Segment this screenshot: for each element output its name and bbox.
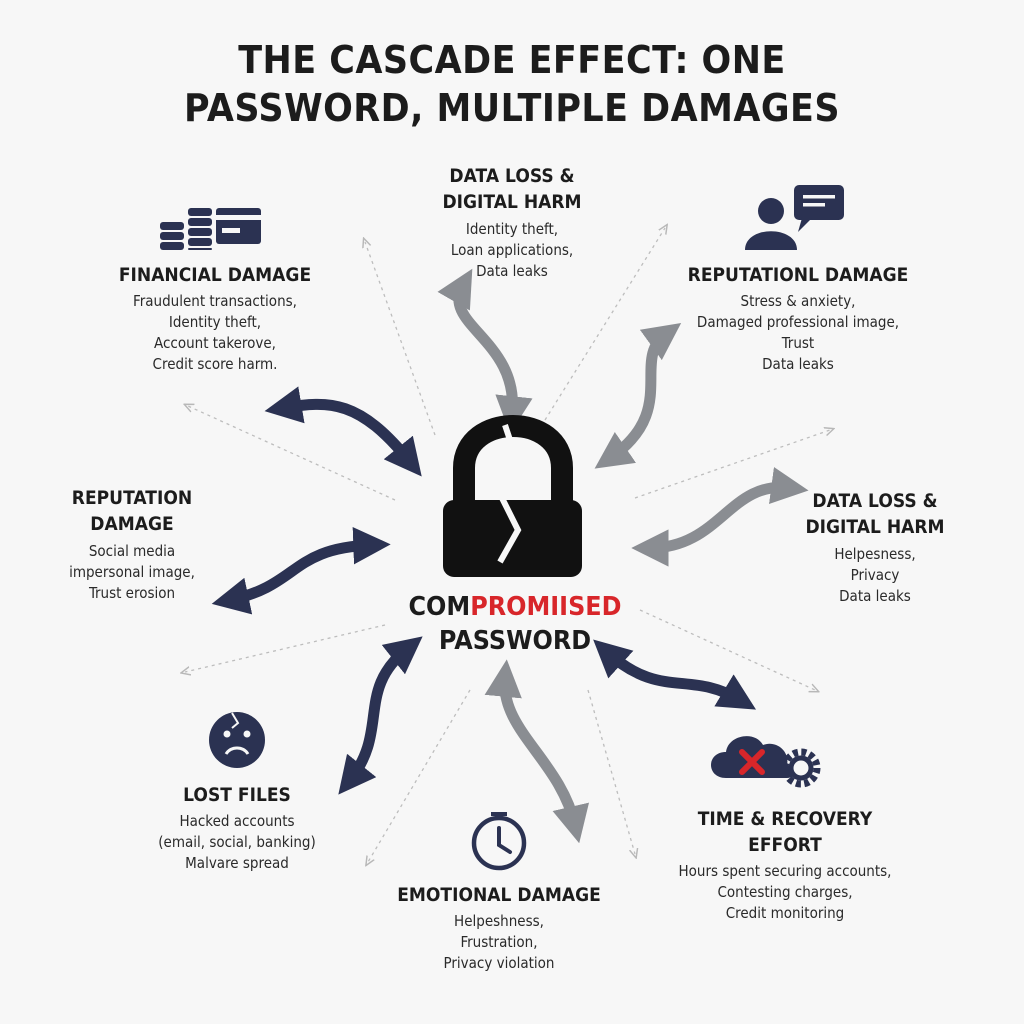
block-emotional-damage: EMOTIONAL DAMAGE Helpeshness, Frustratio…	[378, 882, 620, 974]
block-right-data-loss: DATA LOSS & DIGITAL HARM Helpesness, Pri…	[790, 488, 960, 607]
block-item: Hours spent securing accounts,	[678, 862, 892, 880]
center-label-part-1: COM	[408, 592, 471, 622]
block-heading: EMOTIONAL DAMAGE	[397, 884, 601, 906]
block-time-recovery: TIME & RECOVERY EFFORT Hours spent secur…	[650, 806, 920, 924]
center-label-part-2: PROMIISED	[470, 592, 622, 622]
block-item: Trust	[781, 334, 815, 352]
block-heading: DIGITAL HARM	[442, 191, 582, 213]
block-item: Data leaks	[839, 587, 911, 605]
block-item: Identity theft,	[168, 313, 262, 331]
arrow-bottom	[484, 659, 589, 844]
clock-icon	[471, 812, 527, 871]
block-heading: DAMAGE	[90, 513, 174, 535]
sad-face-icon	[209, 712, 265, 768]
block-heading: REPUTATION	[71, 487, 193, 509]
title-line-1: THE CASCADE EFFECT: ONE	[238, 38, 786, 82]
block-item: Helpeshness,	[454, 912, 544, 930]
block-financial-damage: FINANCIAL DAMAGE Fraudulent transactions…	[90, 262, 340, 375]
broken-padlock-icon	[443, 415, 582, 577]
arrow-top	[437, 268, 533, 434]
block-item: Malvare spread	[185, 854, 289, 872]
block-item: Fraudulent transactions,	[133, 292, 297, 310]
block-top-data-loss: DATA LOSS & DIGITAL HARM Identity theft,…	[392, 163, 632, 282]
block-item: Privacy	[850, 566, 900, 584]
arrow-bottom-left	[338, 636, 423, 795]
block-reputation-damage: REPUTATION DAMAGE Social media impersona…	[52, 485, 212, 604]
block-heading: FINANCIAL DAMAGE	[118, 264, 312, 286]
block-item: Credit monitoring	[725, 904, 845, 922]
arrow-left	[211, 527, 391, 615]
block-lost-files: LOST FILES Hacked accounts (email, socia…	[137, 782, 337, 874]
block-heading: REPUTATIONL DAMAGE	[687, 264, 909, 286]
center-label-line-2: PASSWORD	[438, 626, 592, 656]
block-heading: DATA LOSS &	[812, 490, 938, 512]
person-speech-bubble-icon	[745, 185, 844, 250]
cloud-error-gear-icon	[711, 736, 821, 788]
block-item: Privacy violation	[443, 954, 555, 972]
block-item: Trust erosion	[88, 584, 176, 602]
block-item: Identity theft,	[465, 220, 559, 238]
block-item: Helpesness,	[834, 545, 916, 563]
block-item: Contesting charges,	[717, 883, 853, 901]
block-heading: DATA LOSS &	[449, 165, 575, 187]
title-line-2: PASSWORD, MULTIPLE DAMAGES	[183, 86, 841, 130]
arrow-top-left	[264, 386, 422, 477]
block-item: Hacked accounts	[179, 812, 295, 830]
block-item: Account takerove,	[154, 334, 276, 352]
block-heading: DIGITAL HARM	[805, 516, 945, 538]
page-title: THE CASCADE EFFECT: ONE PASSWORD, MULTIP…	[41, 36, 983, 132]
block-heading: LOST FILES	[183, 784, 291, 806]
block-item: impersonal image,	[69, 563, 195, 581]
block-item: Data leaks	[762, 355, 834, 373]
arrow-top-right	[594, 323, 682, 469]
block-item: Credit score harm.	[152, 355, 278, 373]
block-item: Frustration,	[460, 933, 538, 951]
block-reputational-damage: REPUTATIONL DAMAGE Stress & anxiety, Dam…	[668, 262, 928, 375]
block-item: (email, social, banking)	[158, 833, 316, 851]
block-item: Damaged professional image,	[696, 313, 900, 331]
block-item: Loan applications,	[450, 241, 574, 259]
block-heading: TIME & RECOVERY EFFORT	[697, 808, 873, 856]
arrow-right	[631, 467, 809, 567]
block-item: Data leaks	[476, 262, 548, 280]
compromised-password-label: COMPROMIISED PASSWORD	[391, 590, 639, 658]
coins-and-card-icon	[160, 208, 261, 250]
block-item: Social media	[88, 542, 176, 560]
arrow-bottom-right	[593, 639, 757, 710]
block-item: Stress & anxiety,	[740, 292, 856, 310]
